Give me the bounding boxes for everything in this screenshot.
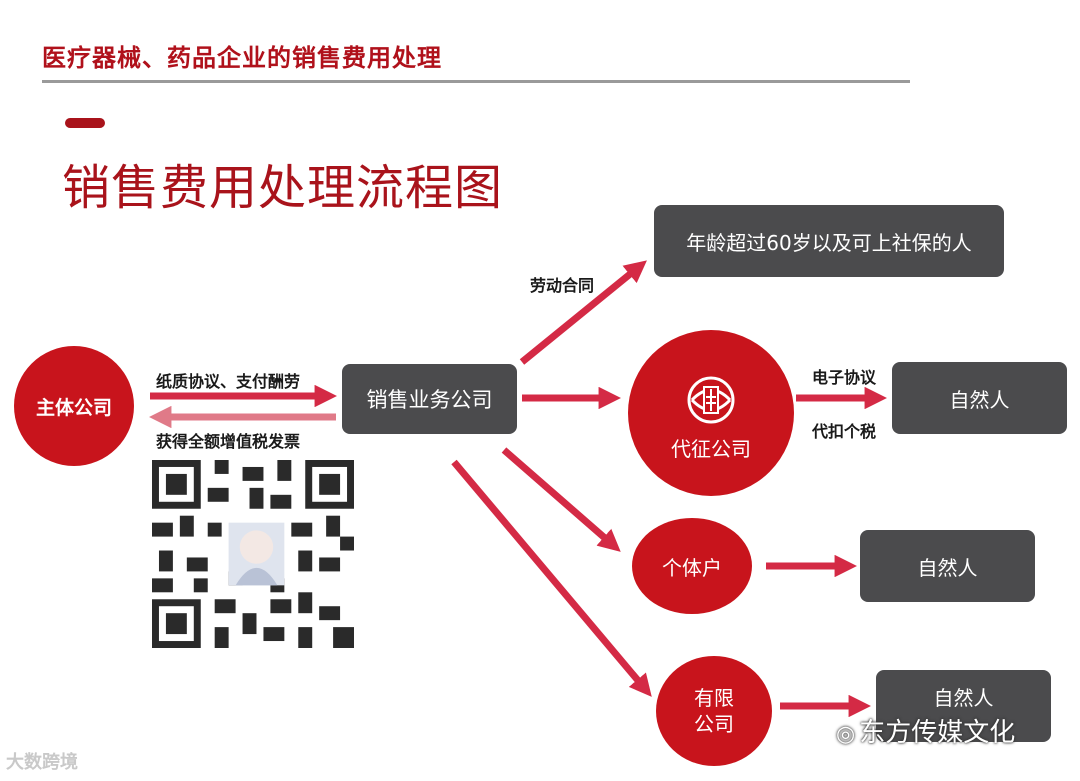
qr-code: [152, 460, 354, 648]
arrow-sales-to-individual: [504, 450, 614, 546]
label-withhold-tax: 代扣个税: [812, 418, 876, 442]
node-sales-company: 销售业务公司: [342, 364, 517, 434]
node-main-company: 主体公司: [14, 346, 134, 466]
label-labor-contract: 劳动合同: [530, 272, 594, 296]
watermark-right: ◎东方传媒文化: [836, 712, 1015, 749]
wechat-icon: ◎: [836, 722, 855, 747]
node-tax-agent: 代征公司: [628, 330, 794, 496]
tax-agent-label: 代征公司: [671, 433, 751, 462]
arrow-sales-to-limited: [454, 462, 646, 690]
tax-emblem-icon: [682, 375, 740, 425]
node-over60: 年龄超过60岁以及可上社保的人: [654, 205, 1004, 277]
watermark-left: 大数跨境: [6, 748, 78, 774]
label-e-agreement: 电子协议: [812, 364, 876, 388]
label-vat-invoice: 获得全额增值税发票: [156, 428, 300, 452]
node-natural-person-2: 自然人: [860, 530, 1035, 602]
label-paper-agreement: 纸质协议、支付酬劳: [156, 368, 300, 392]
node-limited-company: 有限 公司: [656, 656, 772, 766]
node-natural-person-1: 自然人: [892, 362, 1067, 434]
node-individual-business: 个体户: [632, 518, 752, 614]
